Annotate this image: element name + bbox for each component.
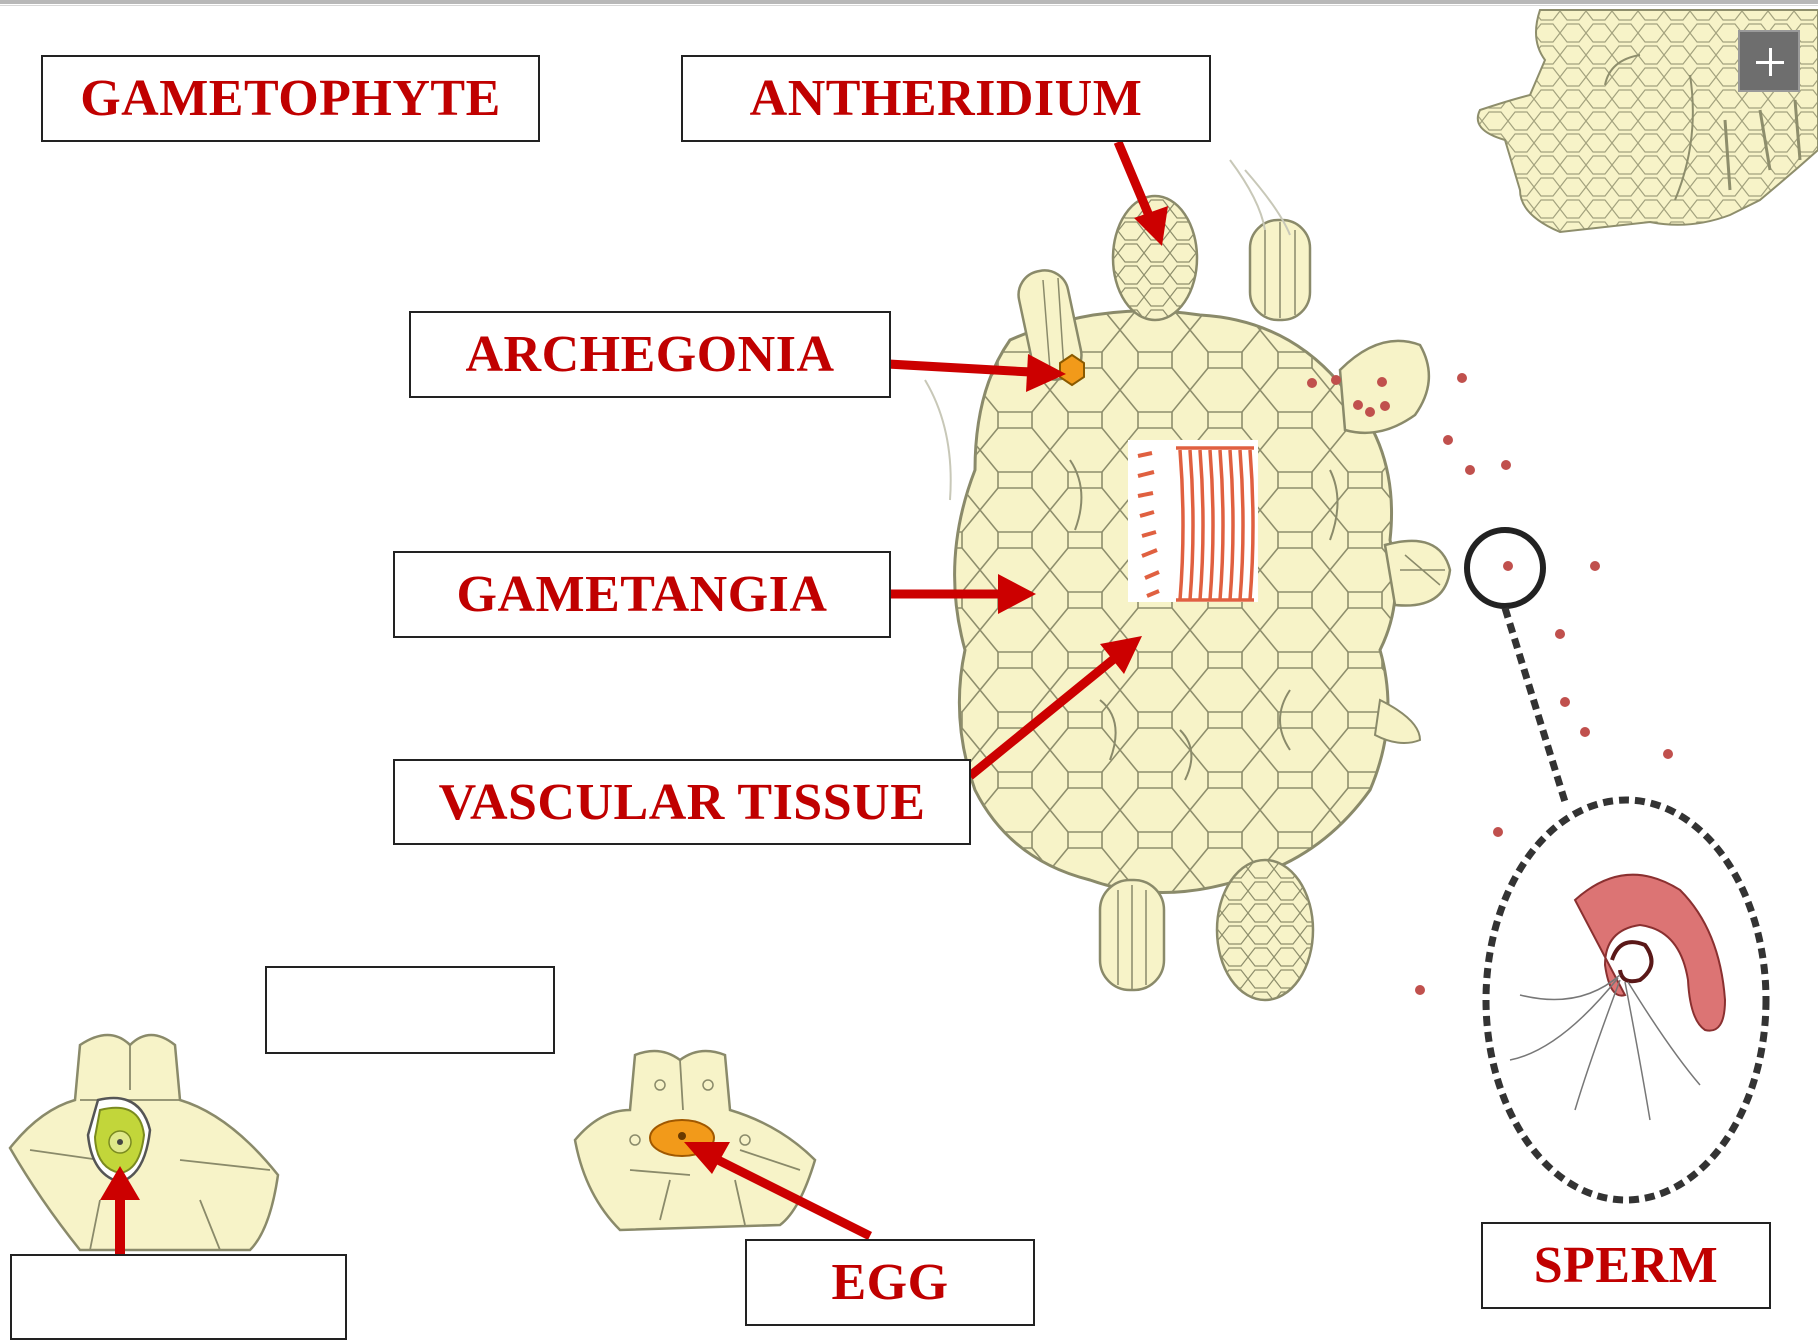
label-egg: EGG <box>745 1239 1035 1326</box>
label-blank-middle <box>265 966 555 1054</box>
label-vascular-tissue: VASCULAR TISSUE <box>393 759 971 845</box>
label-gametophyte: GAMETOPHYTE <box>41 55 540 142</box>
archegonium-left <box>10 1035 278 1250</box>
archegonium-highlight <box>1060 355 1084 385</box>
expand-plus-button[interactable] <box>1738 30 1800 92</box>
label-gametangia: GAMETANGIA <box>393 551 891 638</box>
label-antheridium: ANTHERIDIUM <box>681 55 1211 142</box>
vascular-tissue-image <box>1128 440 1258 602</box>
label-sperm: SPERM <box>1481 1222 1771 1309</box>
label-archegonia: ARCHEGONIA <box>409 311 891 398</box>
archegonium-middle <box>575 1051 815 1230</box>
label-blank-bottom <box>10 1254 347 1340</box>
magnified-sperm <box>1467 530 1766 1200</box>
